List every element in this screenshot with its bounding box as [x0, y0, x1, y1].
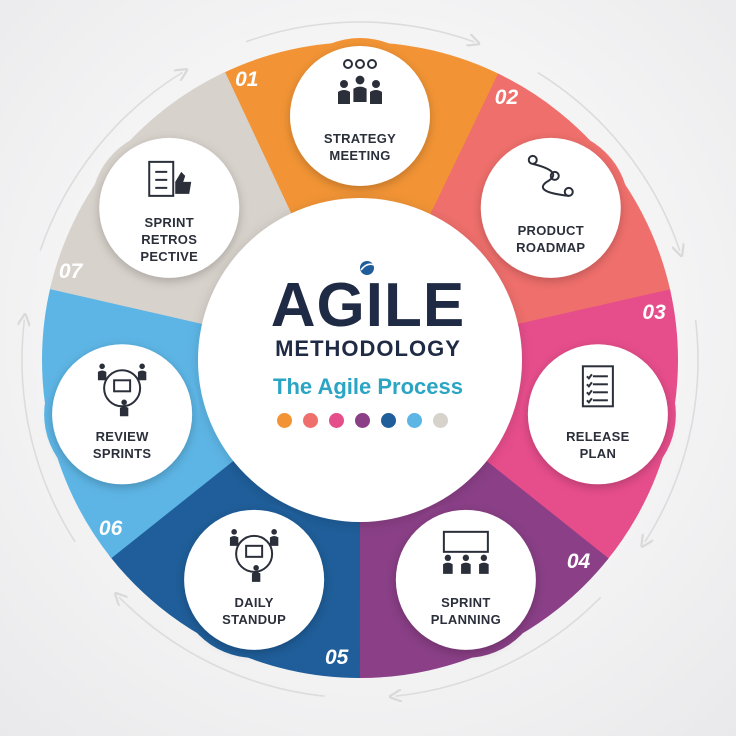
step-label-product-roadmap: PRODUCT ROADMAP — [516, 222, 586, 255]
agile-logo-icon — [360, 261, 375, 275]
cycle-arrow — [395, 596, 602, 696]
diagram-title: AGILE — [270, 271, 466, 340]
diagram-tagline: The Agile Process — [273, 374, 463, 399]
step-number-03: 03 — [642, 300, 666, 324]
step-circle-01 — [290, 46, 430, 186]
step-label-sprint-planning: SPRINT PLANNING — [430, 594, 501, 627]
step-circles — [44, 38, 676, 658]
step-circle-07 — [99, 137, 240, 278]
step-label-review-sprints: REVIEW SPRINTS — [92, 429, 152, 462]
step-number-07: 07 — [58, 259, 83, 283]
step-number-04: 04 — [566, 550, 591, 573]
color-dot — [355, 413, 370, 428]
color-dot — [303, 413, 318, 428]
step-label-strategy-meeting: STRATEGY MEETING — [323, 131, 397, 163]
presentation-board-icon — [442, 530, 489, 574]
cycle-arrow — [245, 21, 474, 42]
checklist-document-icon — [581, 365, 614, 408]
step-circle-04 — [395, 509, 536, 650]
step-number-02: 02 — [494, 86, 519, 110]
color-dot — [329, 413, 344, 428]
step-number-01: 01 — [235, 68, 259, 92]
step-number-06: 06 — [98, 517, 123, 541]
step-number-05: 05 — [324, 646, 349, 670]
cycle-arrow — [22, 320, 76, 543]
cycle-arrow — [39, 72, 182, 251]
cycle-arrow — [119, 597, 325, 697]
step-label-release-plan: RELEASE PLAN — [566, 429, 630, 462]
diagram-subtitle: METHODOLOGY — [275, 336, 461, 361]
step-circle-02 — [480, 137, 621, 278]
color-dot — [407, 413, 422, 428]
step-label-daily-standup: DAILY STANDUP — [222, 594, 287, 627]
cycle-arrows — [22, 21, 699, 697]
review-cycle-icon — [97, 363, 147, 417]
color-dot — [433, 413, 448, 428]
meeting-cycle-icon — [229, 529, 279, 582]
team-gears-icon — [338, 59, 382, 104]
cycle-arrow — [645, 319, 699, 542]
center-disc — [198, 198, 522, 522]
step-label-sprint-retrospective: SPRINT RETROS PECTIVE — [140, 214, 199, 264]
color-dot — [381, 413, 396, 428]
roadmap-pins-icon — [527, 154, 574, 197]
cycle-arrow — [537, 71, 680, 251]
color-dot — [277, 413, 292, 428]
step-circle-03 — [527, 344, 668, 485]
clipboard-thumbs-up-icon — [148, 160, 192, 197]
